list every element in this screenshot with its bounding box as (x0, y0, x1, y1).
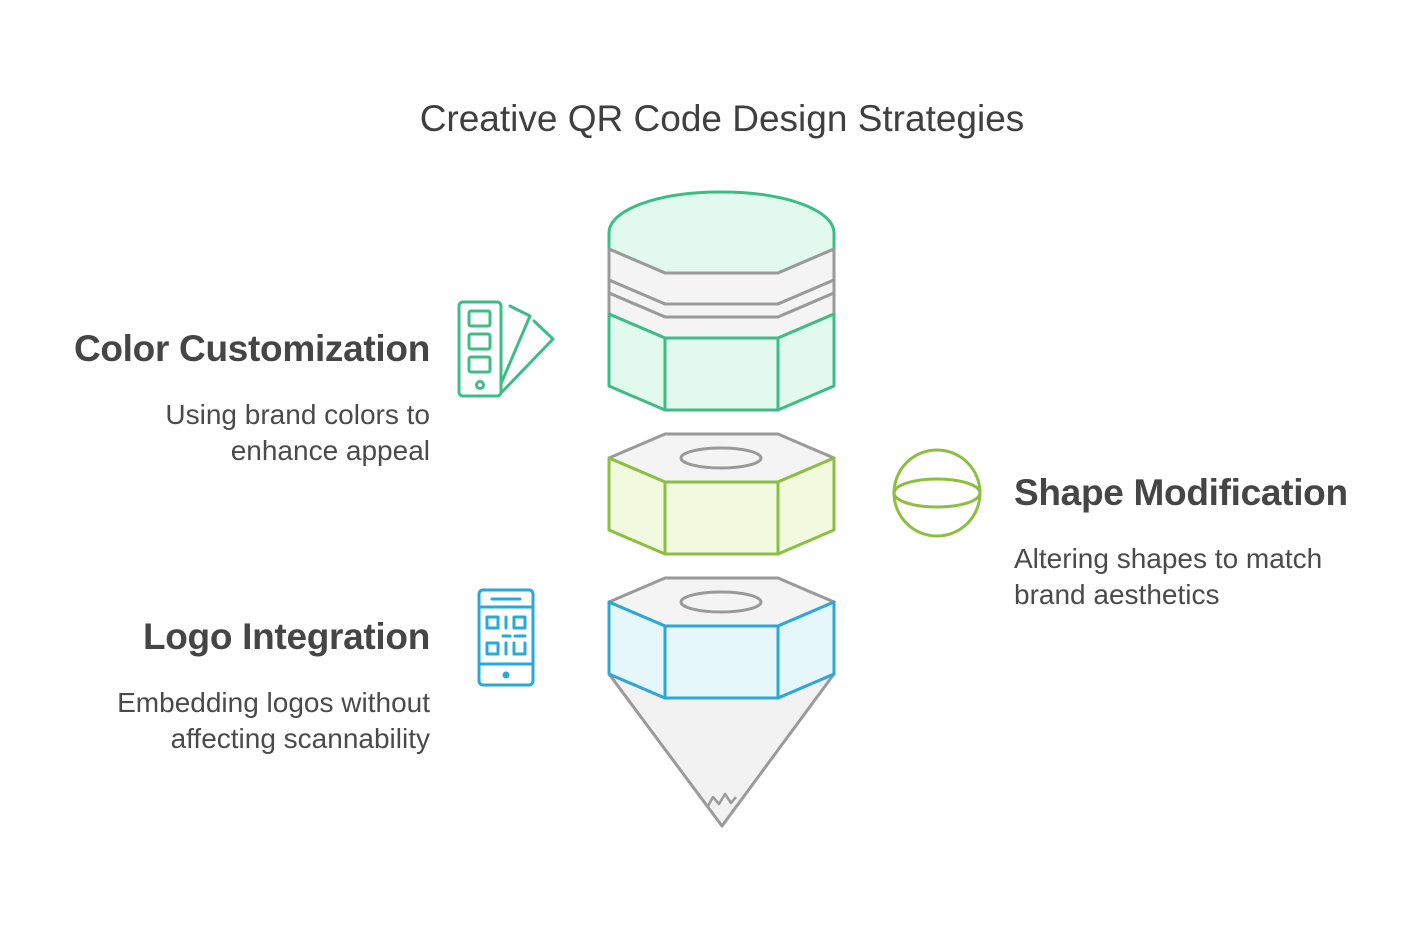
pencil-lead-break (706, 792, 737, 807)
blue-prism-right-face (776, 600, 836, 700)
shape-modification-heading: Shape Modification (1014, 472, 1348, 513)
color-customization-description: Using brand colors to enhance appeal (165, 399, 430, 466)
blue-segment (607, 576, 836, 828)
lime-segment (607, 432, 836, 556)
phone-qr-icon (477, 588, 535, 687)
lime-prism-front-face (663, 480, 780, 556)
diagram-title: Creative QR Code Design Strategies (419, 98, 1025, 139)
lime-prism-hole (679, 446, 763, 470)
blue-prism-hole (679, 590, 763, 614)
color-customization-heading: Color Customization (73, 328, 430, 369)
green-prism-front-face (663, 336, 780, 412)
blue-prism-front-face (663, 624, 780, 700)
sphere-icon (892, 448, 982, 538)
green-prism-right-face (776, 312, 836, 412)
shape-modification-description: Altering shapes to match brand aesthetic… (1014, 543, 1323, 610)
logo-integration-description: Embedding logos without affecting scanna… (117, 687, 430, 754)
green-segment (607, 190, 836, 412)
color-swatch-icon (457, 300, 555, 398)
green-dome-cap (607, 190, 836, 275)
lime-prism-right-face (776, 456, 836, 556)
logo-integration-heading: Logo Integration (142, 616, 430, 657)
